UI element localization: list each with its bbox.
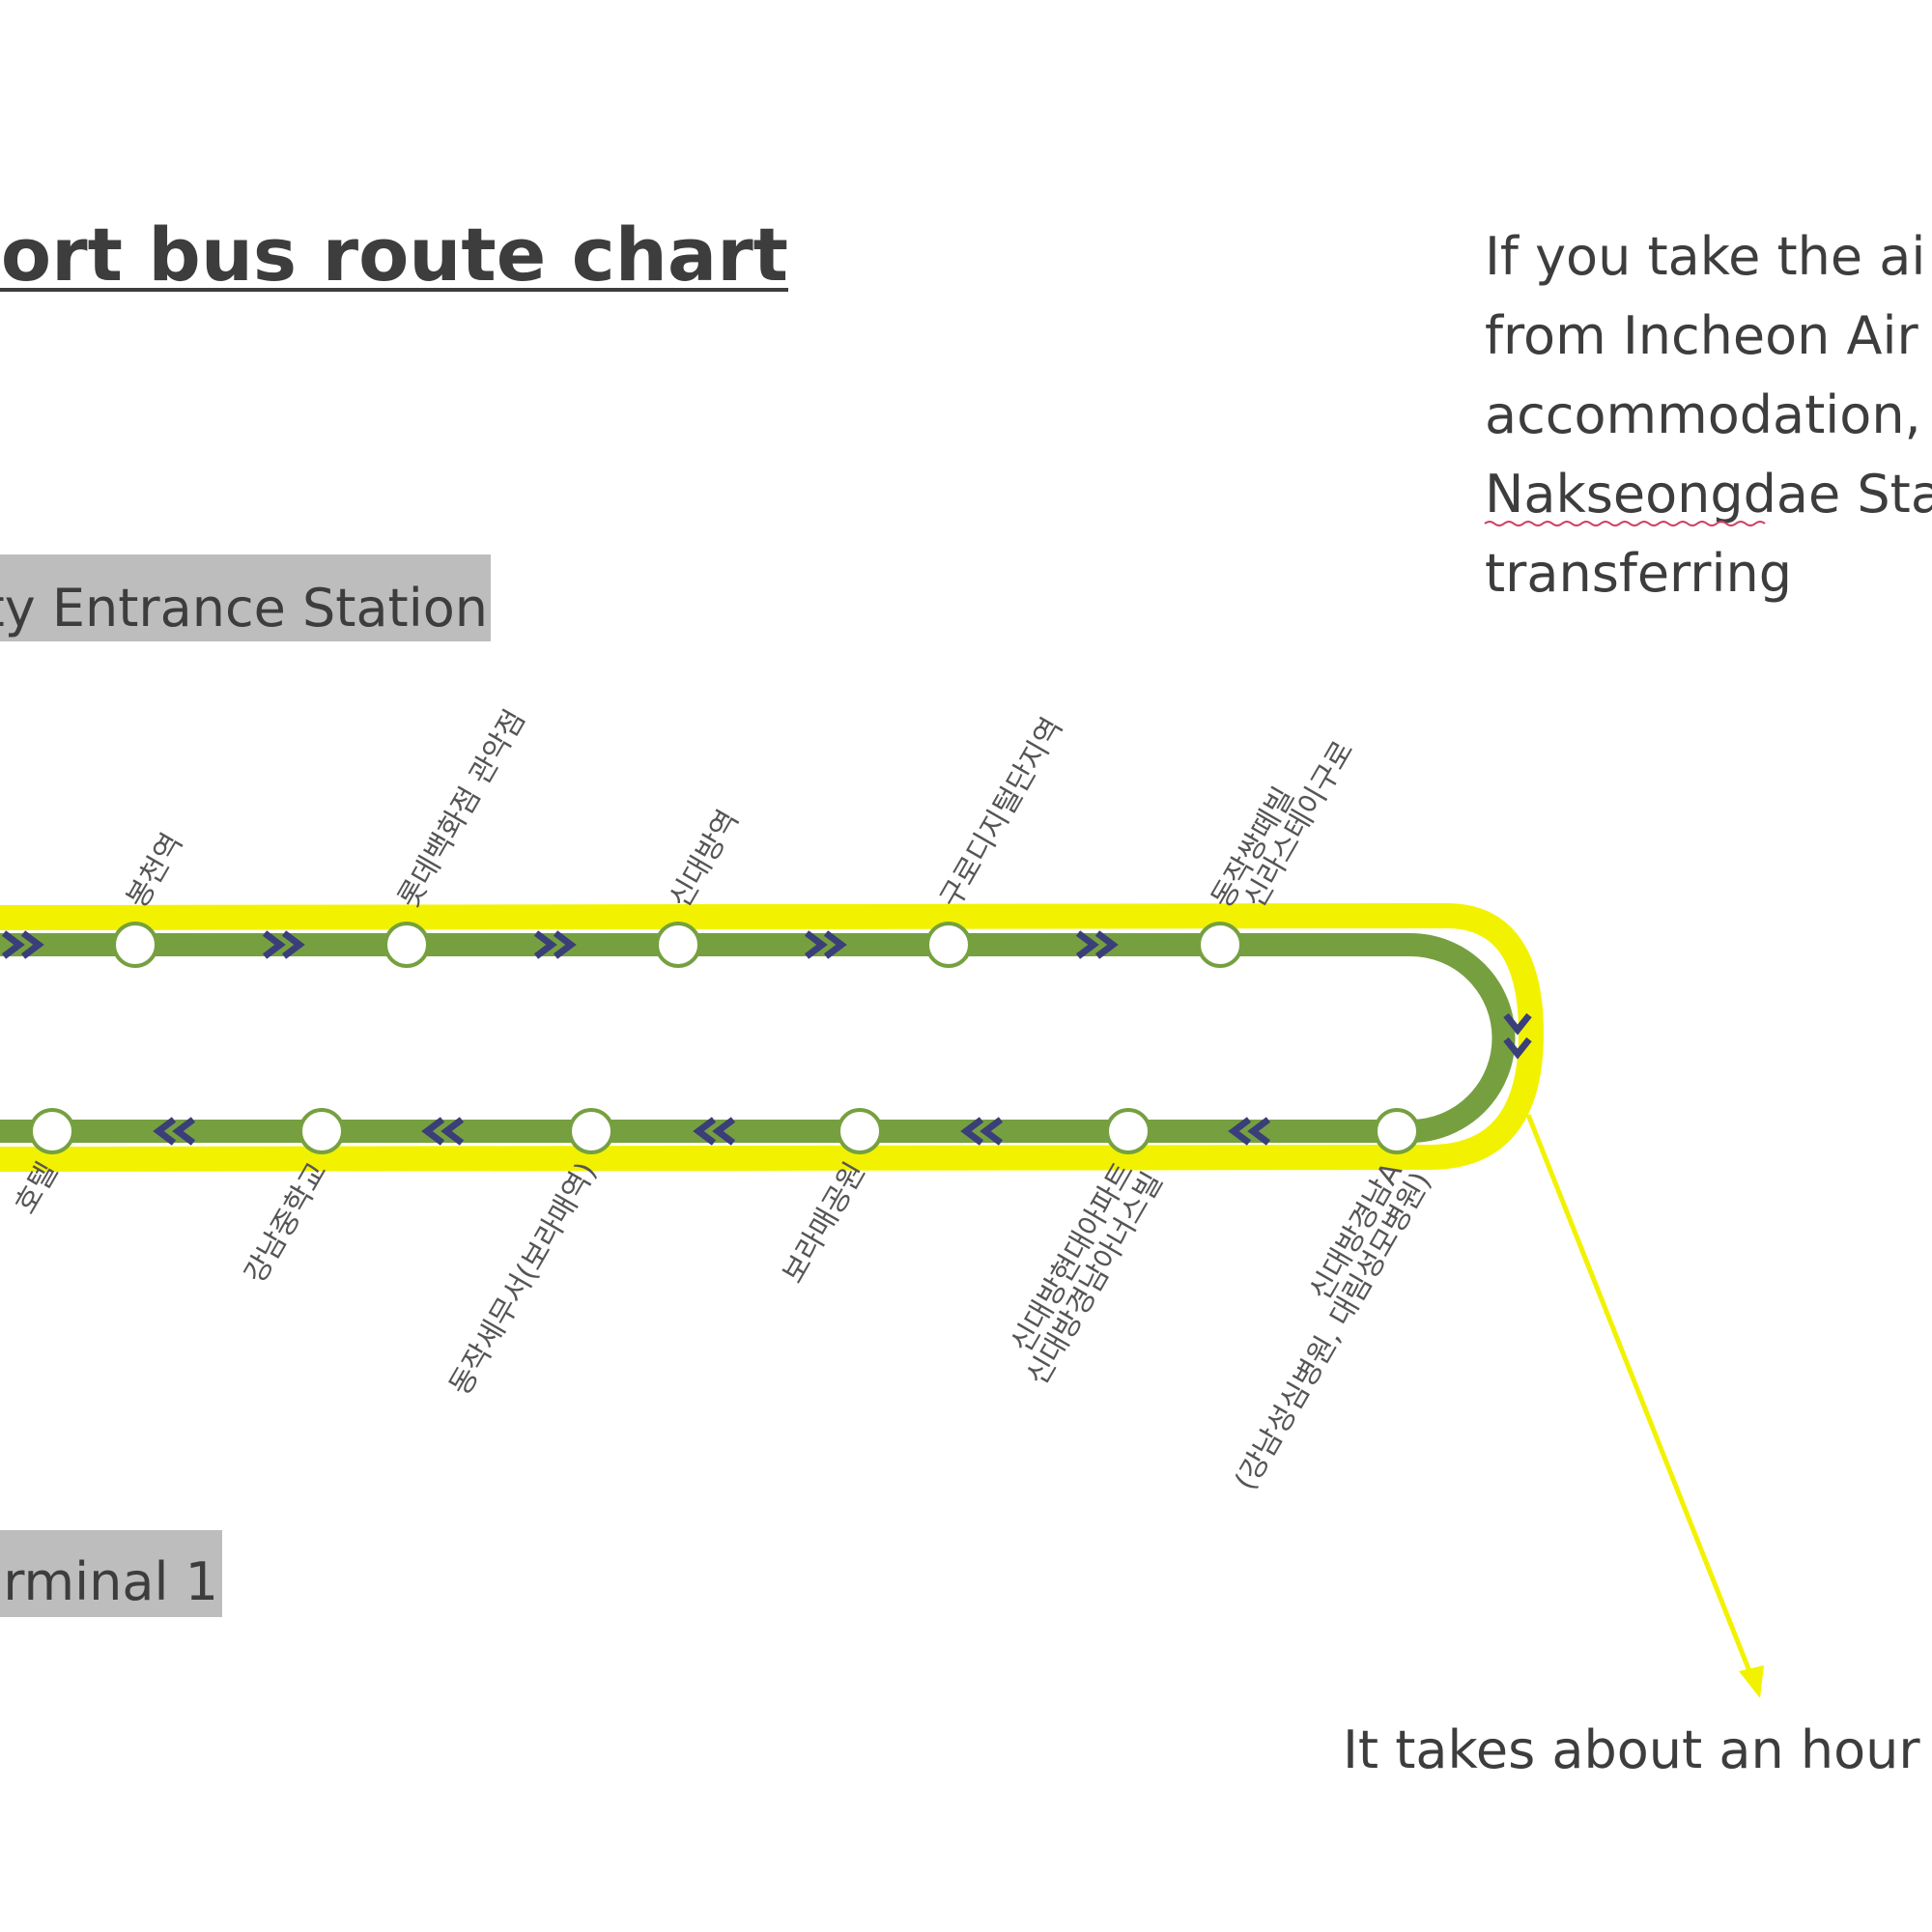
info-line: Nakseongdae Sta — [1485, 464, 1932, 525]
stop-marker[interactable] — [568, 1108, 614, 1154]
stop-label: 강남중학교 — [239, 1157, 334, 1290]
info-line: from Incheon Air — [1485, 305, 1918, 366]
chevron-right-icon — [533, 930, 577, 959]
chevron-right-icon — [1075, 930, 1119, 959]
stop-marker[interactable] — [1105, 1108, 1151, 1154]
stop-marker[interactable] — [112, 922, 158, 968]
stop-marker[interactable] — [837, 1108, 883, 1154]
stop-label: 신대방역 — [664, 805, 747, 914]
page-title: rport bus route chart — [0, 212, 788, 298]
stop-marker[interactable] — [298, 1108, 345, 1154]
stop-label: 동작세무서(보라매역) — [443, 1157, 604, 1402]
chevron-left-icon — [693, 1117, 736, 1146]
chevron-down-icon — [1503, 1037, 1532, 1060]
info-line: If you take the ai — [1485, 226, 1925, 287]
info-line: transferring — [1485, 543, 1792, 604]
route-line — [0, 933, 1516, 1143]
info-text: If you take the ai from Incheon Air acco… — [1484, 226, 1932, 604]
stop-marker[interactable] — [655, 922, 701, 968]
pointer-arrow — [1525, 1114, 1756, 1682]
stop-label: 구로디지털단지역 — [934, 712, 1070, 914]
stop-marker[interactable] — [1374, 1108, 1420, 1154]
spellcheck-underline — [1484, 521, 1766, 526]
stop-label: 롯데백화점 관악점 — [392, 704, 532, 914]
chevron-left-icon — [153, 1117, 196, 1146]
chevron-right-icon — [262, 930, 305, 959]
chevron-down-icon — [1503, 1012, 1532, 1036]
chevron-right-icon — [1, 930, 44, 959]
chevron-right-icon — [804, 930, 847, 959]
stop-marker[interactable] — [384, 922, 430, 968]
pointer-arrowhead — [1739, 1665, 1764, 1698]
stop-label: 보라매공원 — [777, 1157, 872, 1290]
info-line: accommodation, — [1485, 384, 1921, 445]
highlight-loop — [0, 903, 1544, 1172]
stop-marker[interactable] — [1197, 922, 1243, 968]
chevron-left-icon — [421, 1117, 465, 1146]
chevron-left-icon — [1228, 1117, 1271, 1146]
start-label-box — [0, 554, 491, 641]
stop-label: (강남성심병원, 대림성모병원) — [1229, 1167, 1438, 1496]
stop-marker[interactable] — [29, 1108, 75, 1154]
end-label: rminal 1 — [3, 1551, 218, 1612]
start-label: ty Entrance Station — [0, 578, 488, 639]
stop-label: 봉천역 — [121, 828, 190, 914]
duration-note: It takes about an hour — [1343, 1719, 1920, 1780]
end-label-box — [0, 1530, 222, 1617]
stop-marker[interactable] — [925, 922, 972, 968]
chevron-left-icon — [960, 1117, 1004, 1146]
